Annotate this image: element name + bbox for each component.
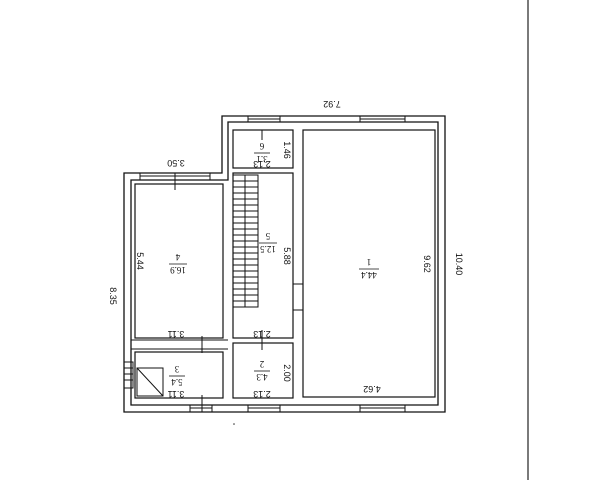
room-1-area: 44.4	[361, 270, 377, 280]
dim-room1-height: 9.62	[422, 255, 432, 273]
room-outlines	[134, 129, 436, 399]
room-6-number: 6	[259, 141, 264, 151]
stray-mark	[233, 423, 235, 425]
dim-room2-height: 2.00	[282, 364, 292, 382]
room-3-label: 5.4 3	[169, 364, 185, 387]
room-1-outline	[302, 129, 436, 398]
room-2-outline	[232, 342, 294, 399]
room-3-outline	[134, 351, 224, 399]
room-2-area: 4.3	[256, 372, 268, 382]
room-labels: 44.4 1 4.3 2 5.4 3 16.9 4 12.5 5 3.1 6	[169, 141, 379, 387]
window-room2	[247, 404, 281, 413]
staircase	[232, 174, 259, 308]
room-4-label: 16.9 4	[169, 252, 187, 275]
room-3-area: 5.4	[171, 377, 183, 387]
windows	[139, 115, 406, 413]
room-6-area: 3.1	[256, 154, 267, 164]
dim-top-width: 7.92	[323, 99, 341, 109]
room-1-label: 44.4 1	[359, 257, 379, 280]
partitions	[131, 283, 303, 350]
room-1-number: 1	[367, 257, 372, 267]
room-2-number: 2	[260, 359, 265, 369]
dim-room2-bottom: 2.13	[253, 389, 271, 399]
dimension-labels: 7.92 3.50 2.13 2.13 3.11 3.11 2.13 4.62 …	[108, 99, 464, 399]
window-room3	[189, 404, 213, 413]
dim-room1-bottom: 4.62	[363, 384, 381, 394]
dim-right-height: 10.40	[454, 253, 464, 276]
room-5-number: 5	[265, 231, 270, 241]
room-4-number: 4	[175, 252, 180, 262]
dim-room3-bottom: 3.11	[168, 389, 185, 399]
dim-room6-height: 1.46	[282, 141, 292, 159]
dim-stair-height: 5.88	[282, 247, 292, 265]
dim-room4-height: 5.44	[135, 252, 145, 270]
window-bottom	[359, 404, 406, 413]
room-6-label: 3.1 6	[254, 141, 270, 164]
stair-steps	[233, 180, 258, 302]
outer-walls	[123, 115, 446, 413]
window-top	[359, 115, 406, 123]
room-3-number: 3	[174, 364, 179, 374]
dim-room4-bottom: 3.11	[168, 329, 185, 339]
room-5-area: 12.5	[260, 244, 276, 254]
divider-ticks	[174, 130, 263, 412]
dim-stair-bottom: 2.13	[253, 329, 271, 339]
room-6-outline	[232, 129, 294, 169]
dim-room6-width: 2.13	[253, 159, 271, 169]
room-4-area: 16.9	[170, 265, 186, 275]
dim-left-block-top: 3.50	[167, 158, 185, 168]
room-4-outline	[134, 183, 224, 339]
room-2-label: 4.3 2	[254, 359, 270, 382]
entry-stair	[123, 361, 164, 397]
dim-left-height: 8.35	[108, 287, 118, 305]
room-5-label: 12.5 5	[259, 231, 277, 254]
window-room6	[247, 115, 281, 123]
